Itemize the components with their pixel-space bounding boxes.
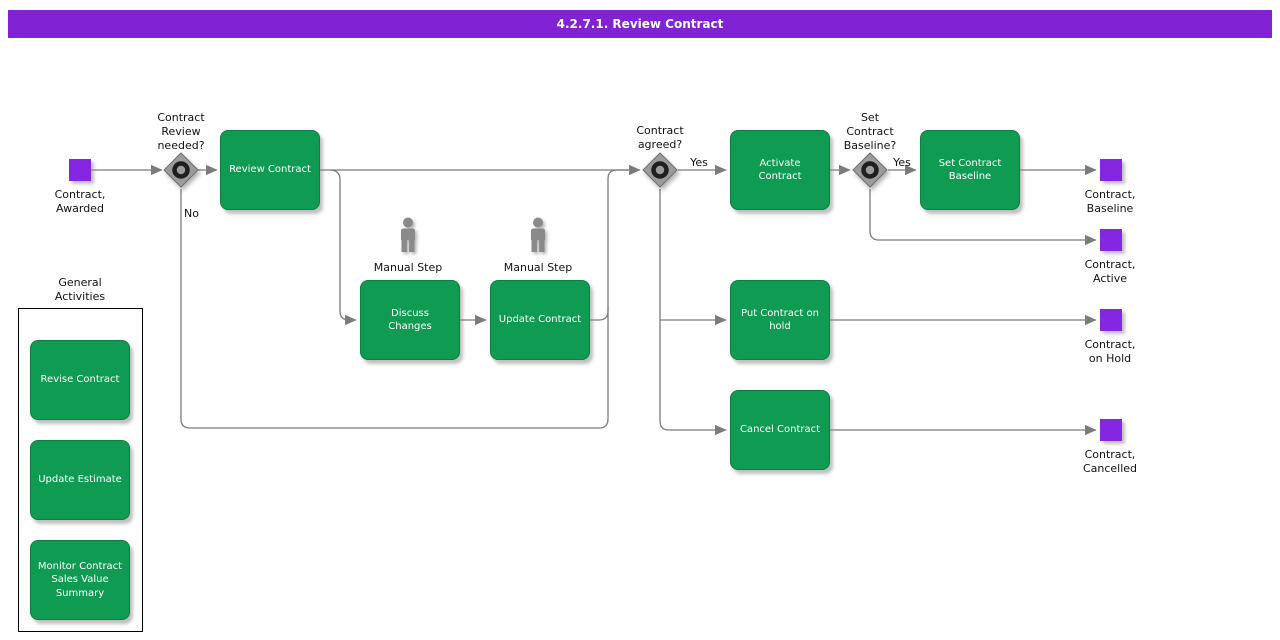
decision-diamond-icon — [162, 151, 200, 189]
end-event-contract-active — [1100, 229, 1122, 251]
task-label: Put Contract on hold — [741, 307, 819, 334]
start-event-contract-awarded — [69, 159, 91, 181]
task-label: Cancel Contract — [740, 423, 820, 437]
edge-agreed-to-hold — [660, 189, 726, 320]
task-label: Set Contract Baseline — [939, 157, 1002, 184]
general-activities-label: General Activities — [30, 276, 130, 304]
diagram-title-bar: 4.2.7.1. Review Contract — [8, 10, 1272, 38]
task-revise-contract[interactable]: Revise Contract — [30, 340, 130, 420]
edge-branch-to-discuss — [330, 170, 356, 320]
task-cancel-contract[interactable]: Cancel Contract — [730, 390, 830, 470]
end-event-on-hold-label: Contract, on Hold — [1060, 338, 1160, 366]
task-review-contract[interactable]: Review Contract — [220, 130, 320, 210]
task-label: Update Estimate — [38, 473, 122, 487]
end-event-contract-baseline — [1100, 159, 1122, 181]
task-update-contract[interactable]: Update Contract — [490, 280, 590, 360]
start-event-label: Contract, Awarded — [30, 188, 130, 216]
diagram-title: 4.2.7.1. Review Contract — [557, 17, 724, 31]
end-event-cancelled-label: Contract, Cancelled — [1060, 448, 1160, 476]
end-event-contract-cancelled — [1100, 419, 1122, 441]
decision-review-needed-label: Contract Review needed? — [131, 111, 231, 152]
end-event-contract-on-hold — [1100, 309, 1122, 331]
edge-update-merge — [590, 306, 608, 320]
task-label: Activate Contract — [758, 157, 801, 184]
manual-step-label: Manual Step — [498, 261, 578, 275]
task-label: Review Contract — [229, 163, 311, 177]
end-event-active-label: Contract, Active — [1060, 258, 1160, 286]
task-label: Discuss Changes — [388, 307, 432, 334]
decision-set-contract-baseline — [851, 151, 889, 189]
yes-branch-label-set-baseline: Yes — [886, 156, 918, 170]
task-update-estimate[interactable]: Update Estimate — [30, 440, 130, 520]
decision-contract-review-needed — [162, 151, 200, 189]
manual-step-label: Manual Step — [368, 261, 448, 275]
decision-diamond-icon — [641, 151, 679, 189]
task-label: Revise Contract — [41, 373, 120, 387]
task-discuss-changes[interactable]: Discuss Changes — [360, 280, 460, 360]
decision-contract-agreed — [641, 151, 679, 189]
task-monitor-contract-sales-value-summary[interactable]: Monitor Contract Sales Value Summary — [30, 540, 130, 620]
decision-diamond-icon — [851, 151, 889, 189]
task-label: Update Contract — [499, 313, 581, 327]
decision-agreed-label: Contract agreed? — [610, 124, 710, 152]
yes-branch-label-agreed: Yes — [683, 156, 715, 170]
manual-step-person-icon — [397, 217, 419, 255]
task-set-contract-baseline[interactable]: Set Contract Baseline — [920, 130, 1020, 210]
task-activate-contract[interactable]: Activate Contract — [730, 130, 830, 210]
end-event-baseline-label: Contract, Baseline — [1060, 188, 1160, 216]
task-put-contract-on-hold[interactable]: Put Contract on hold — [730, 280, 830, 360]
manual-step-person-icon — [527, 217, 549, 255]
task-label: Monitor Contract Sales Value Summary — [38, 560, 122, 601]
edge-agreed-to-cancel — [660, 320, 726, 430]
decision-set-baseline-label: Set Contract Baseline? — [820, 111, 920, 152]
no-branch-label: No — [184, 207, 214, 221]
